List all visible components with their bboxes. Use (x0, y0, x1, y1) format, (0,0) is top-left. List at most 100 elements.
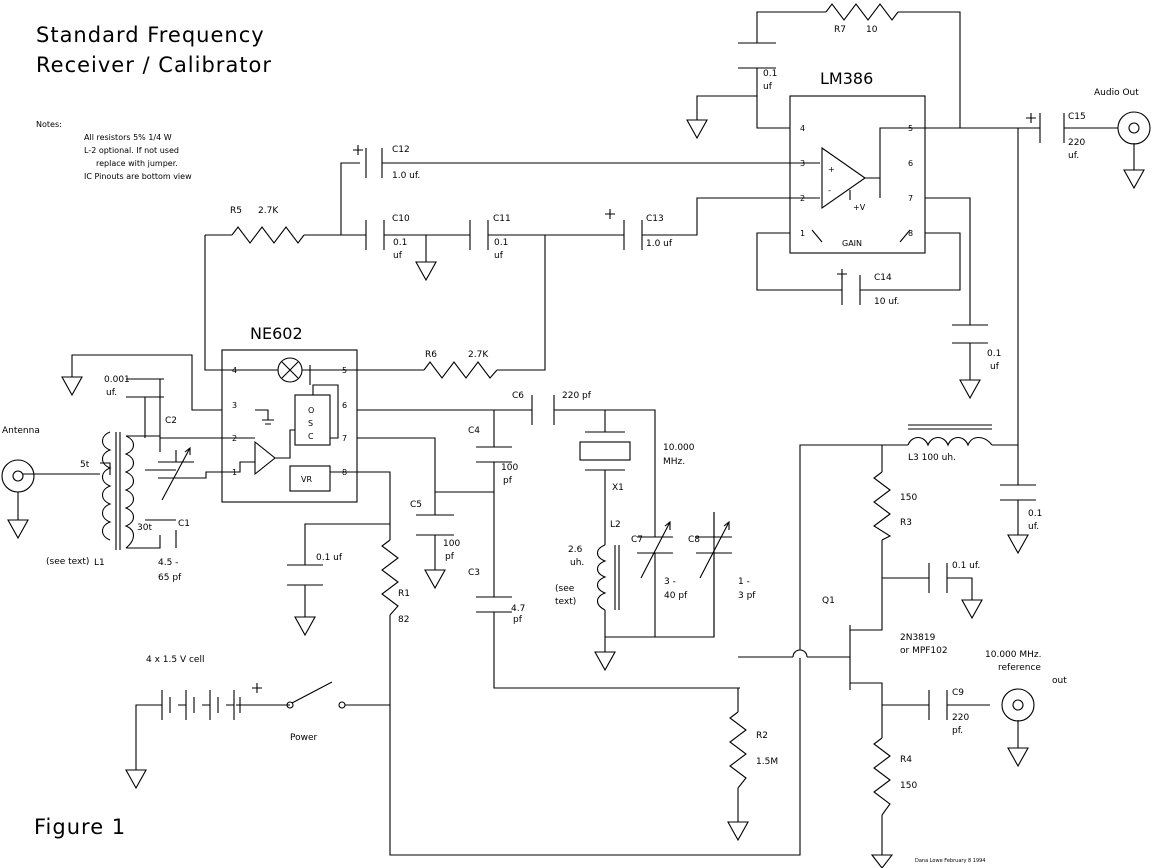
figure-label: Figure 1 (34, 815, 126, 839)
c7-label: C7 (631, 535, 643, 545)
c3-label: C3 (468, 568, 480, 578)
c14-value: 10 uf. (874, 297, 899, 307)
osc-letter-c: C (308, 432, 314, 441)
ne602-amp-symbol (254, 440, 276, 476)
c11-unit: uf (494, 251, 504, 261)
c15-unit: uf. (1068, 151, 1079, 161)
r4-label: R4 (900, 755, 912, 765)
c8-range-1: 1 - (738, 577, 750, 587)
c12-capacitor (365, 148, 383, 178)
lm386-gain: GAIN (842, 239, 862, 248)
c4-unit: pf (503, 476, 513, 486)
q1-alt-type: or MPF102 (900, 646, 948, 656)
ne602-pin-8: 8 (342, 468, 347, 477)
lm386-pin-1: 1 (800, 229, 805, 238)
x1-frequency-unit: MHz. (663, 457, 685, 467)
c9-label: C9 (952, 688, 964, 698)
r3-label: R3 (900, 518, 912, 528)
c3-value: 4.7 (511, 604, 525, 614)
l1-note: (see text) (46, 557, 89, 567)
r5-value: 2.7K (258, 206, 279, 216)
c-top-capacitor (738, 43, 776, 68)
c11-value: 0.1 (494, 238, 508, 248)
ref-out-label-3: out (1052, 676, 1067, 686)
lm386-pin-6: 6 (908, 159, 913, 168)
c2-value-1: 0.001 (104, 375, 130, 385)
c3-unit: pf (513, 615, 523, 625)
c6-label: C6 (512, 391, 524, 401)
ne602-pin-2: 2 (232, 434, 237, 443)
c15-capacitor (1039, 113, 1065, 143)
l2-unit: uh. (570, 558, 584, 568)
lm386-opamp (821, 146, 866, 210)
ne602-pin-3: 3 (232, 401, 237, 410)
c5-value: 100 (443, 539, 460, 549)
c7-range-2: 40 pf (664, 591, 688, 601)
c10-value: 0.1 (393, 238, 407, 248)
wires (17, 11, 1135, 856)
c-right-unit: uf (990, 362, 1000, 372)
title-line-2: Receiver / Calibrator (36, 53, 272, 77)
c14-label: C14 (874, 273, 892, 283)
c9-value: 220 (952, 713, 969, 723)
l2-note-1: (see (555, 584, 575, 594)
switch-label: Power (290, 733, 318, 743)
ne602-pin-4: 4 (232, 366, 237, 375)
c-right-value: 0.1 (987, 349, 1001, 359)
c11-capacitor (469, 220, 489, 250)
ref-out-label-2: reference (998, 663, 1041, 673)
signature: Dana Lowe February 8 1994 (915, 858, 986, 864)
c-l3-value: 0.1 (1028, 509, 1042, 519)
r1-resistor (381, 539, 399, 616)
c13-value: 1.0 uf (646, 239, 673, 249)
audio-out-connector[interactable] (1117, 111, 1151, 145)
c4-label: C4 (468, 426, 480, 436)
c6-value: 220 pf (562, 391, 592, 401)
l2-inductor (596, 544, 620, 611)
l1-turns-30t: 30t (137, 523, 152, 533)
ne602-pin-1: 1 (232, 468, 237, 477)
c1-range-1: 4.5 - (158, 558, 178, 568)
c2-capacitor (126, 378, 164, 398)
lm386-minus-input: - (828, 186, 831, 195)
ne602-pin-7: 7 (342, 434, 347, 443)
q1-jfet (792, 625, 851, 690)
ne602-ic (221, 349, 358, 503)
battery (155, 683, 262, 720)
notes-heading: Notes: (36, 120, 62, 129)
c9-unit: pf. (952, 726, 963, 736)
r1-value: 82 (398, 615, 409, 625)
lm386-pin-5: 5 (908, 124, 913, 133)
c8-label: C8 (688, 535, 700, 545)
x1-crystal (579, 431, 631, 471)
r7-resistor (825, 3, 899, 21)
c15-label: C15 (1068, 112, 1086, 122)
lm386-vplus: +V (853, 203, 866, 212)
osc-letter-o: O (308, 406, 314, 415)
osc-letter-s: S (308, 419, 313, 428)
c8-range-2: 3 pf (738, 591, 756, 601)
c1-label: C1 (178, 519, 190, 529)
c2-value-2: uf. (106, 388, 117, 398)
c12-label: C12 (392, 145, 410, 155)
q1-label: Q1 (822, 596, 835, 606)
lm386-ic (789, 95, 926, 254)
c7-variable-capacitor (637, 512, 673, 637)
l1-label: L1 (94, 558, 105, 568)
c10-unit: uf (393, 251, 403, 261)
ne602-ground-mark (255, 409, 274, 425)
antenna-connector[interactable] (1, 459, 35, 493)
x1-label: X1 (612, 483, 624, 493)
c4-value: 100 (501, 463, 518, 473)
c5-unit: pf (445, 552, 455, 562)
c10-capacitor (365, 220, 385, 250)
power-switch[interactable] (286, 681, 346, 709)
ref-out-label-1: 10.000 MHz. (985, 650, 1041, 660)
l3-inductor (907, 424, 993, 447)
r6-value: 2.7K (468, 350, 489, 360)
l2-label: L2 (610, 520, 621, 530)
title-line-1: Standard Frequency (36, 23, 265, 47)
reference-out-connector[interactable] (1001, 688, 1035, 722)
vr-block (289, 465, 331, 492)
